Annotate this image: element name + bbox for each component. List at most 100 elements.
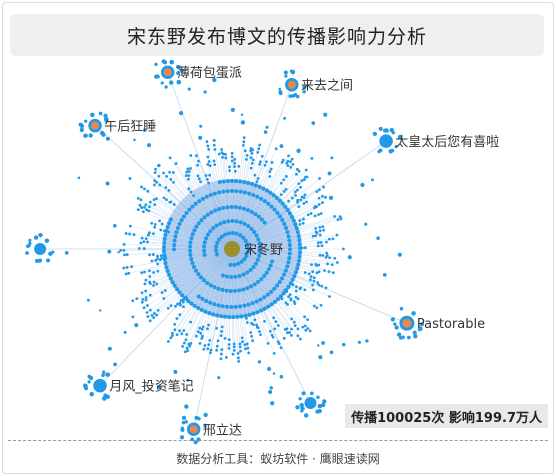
ring-dot bbox=[223, 314, 228, 319]
key-node-dot[interactable] bbox=[34, 243, 47, 255]
reposter-dot bbox=[321, 253, 325, 257]
scatter-dot bbox=[240, 113, 244, 116]
scatter-dot bbox=[269, 386, 273, 390]
reposter-dot bbox=[201, 334, 204, 338]
key-link-line bbox=[231, 140, 387, 250]
ring-dot bbox=[172, 283, 177, 288]
ring-dot bbox=[244, 253, 249, 258]
scatter-dot bbox=[212, 77, 217, 83]
reposter-dot bbox=[186, 349, 190, 353]
key-node[interactable]: Pastorable bbox=[399, 315, 485, 333]
link-line bbox=[155, 248, 233, 257]
ring-dot bbox=[256, 214, 261, 219]
center-node-group[interactable]: 宋冬野 bbox=[224, 241, 283, 258]
reposter-dot bbox=[227, 346, 231, 350]
link-line bbox=[231, 146, 252, 250]
reposter-dot bbox=[270, 333, 274, 337]
reposter-dot bbox=[288, 293, 292, 296]
reposter-dot bbox=[326, 262, 329, 266]
ring-dot bbox=[253, 212, 258, 217]
ring-dot bbox=[285, 230, 290, 235]
reposter-dot bbox=[206, 155, 210, 159]
key-node-accent bbox=[163, 68, 172, 77]
cluster-dot bbox=[301, 391, 306, 396]
key-node[interactable]: 邢立达 bbox=[186, 422, 242, 439]
reposter-dot bbox=[315, 231, 319, 235]
reposter-dot bbox=[158, 183, 162, 187]
scatter-dot bbox=[117, 250, 120, 254]
reposter-dot bbox=[140, 206, 144, 209]
key-node[interactable]: 来去之间 bbox=[285, 77, 353, 94]
reposter-dot bbox=[302, 217, 305, 221]
center-node[interactable] bbox=[224, 241, 240, 257]
ring-dot bbox=[286, 234, 291, 239]
cluster-dot bbox=[180, 426, 184, 430]
ring-dot bbox=[242, 257, 247, 262]
ring-dot bbox=[237, 205, 242, 210]
ring-dot bbox=[228, 288, 233, 293]
link-line bbox=[231, 248, 253, 325]
key-node-dot[interactable] bbox=[93, 378, 107, 393]
link-line bbox=[123, 244, 233, 250]
reposter-dot bbox=[324, 256, 328, 259]
reposter-dot bbox=[265, 160, 268, 164]
cluster-dot bbox=[89, 391, 94, 397]
stats-badge: 传播100025次 影响199.7万人 bbox=[345, 404, 548, 428]
reposter-dot bbox=[164, 186, 168, 189]
key-node-dot[interactable] bbox=[304, 397, 317, 410]
link-line bbox=[231, 234, 339, 250]
ring-dot bbox=[278, 214, 283, 219]
reposter-dot bbox=[298, 337, 302, 341]
reposter-dot bbox=[283, 328, 287, 331]
reposter-dot bbox=[318, 225, 322, 229]
link-line bbox=[146, 248, 233, 318]
ring-dot bbox=[282, 272, 287, 277]
link-line bbox=[231, 248, 248, 323]
reposter-dot bbox=[317, 241, 320, 244]
reposter-dot bbox=[280, 160, 284, 164]
ring-dot bbox=[226, 219, 231, 224]
ring-dot bbox=[257, 241, 262, 246]
reposter-dot bbox=[156, 254, 159, 258]
scatter-dot bbox=[370, 178, 374, 182]
footer-divider bbox=[8, 440, 548, 441]
cluster-dot bbox=[391, 131, 395, 135]
reposter-dot bbox=[143, 187, 146, 191]
link-line bbox=[199, 248, 233, 335]
scatter-dot bbox=[203, 412, 208, 418]
reposter-dot bbox=[196, 163, 199, 167]
reposter-dot bbox=[317, 270, 321, 274]
key-node[interactable]: 太皇太后您有喜啦 bbox=[379, 134, 499, 150]
ring-dot bbox=[248, 268, 253, 273]
reposter-dot bbox=[274, 320, 278, 324]
reposter-dot bbox=[296, 188, 299, 192]
ring-dot bbox=[250, 182, 255, 187]
scatter-dot bbox=[272, 372, 276, 375]
key-node[interactable]: 午后狂睡 bbox=[88, 118, 156, 135]
key-node[interactable]: 薄荷包蛋派 bbox=[160, 65, 242, 81]
reposter-dot bbox=[151, 253, 155, 256]
reposter-dot bbox=[242, 136, 246, 139]
key-node[interactable] bbox=[34, 243, 47, 255]
key-node-dot[interactable] bbox=[379, 134, 393, 148]
reposter-dot bbox=[152, 284, 155, 287]
ring-dot bbox=[257, 184, 262, 189]
key-node[interactable]: 月风_投资笔记 bbox=[93, 378, 194, 395]
reposter-dot bbox=[260, 154, 264, 158]
ring-dot bbox=[272, 207, 277, 212]
key-node[interactable] bbox=[304, 397, 317, 410]
reposter-dot bbox=[166, 340, 170, 343]
scatter-dot bbox=[128, 176, 132, 180]
reposter-dot bbox=[259, 333, 262, 337]
link-line bbox=[132, 248, 233, 302]
link-line bbox=[231, 167, 299, 250]
reposter-dot bbox=[205, 327, 209, 331]
ring-dot bbox=[257, 249, 262, 254]
scatter-dot bbox=[347, 255, 352, 260]
reposter-dot bbox=[186, 167, 190, 171]
reposter-dot bbox=[142, 240, 146, 244]
scatter-dot bbox=[317, 344, 320, 347]
link-line bbox=[203, 248, 233, 350]
reposter-dot bbox=[304, 328, 308, 332]
ring-dot bbox=[297, 242, 302, 247]
